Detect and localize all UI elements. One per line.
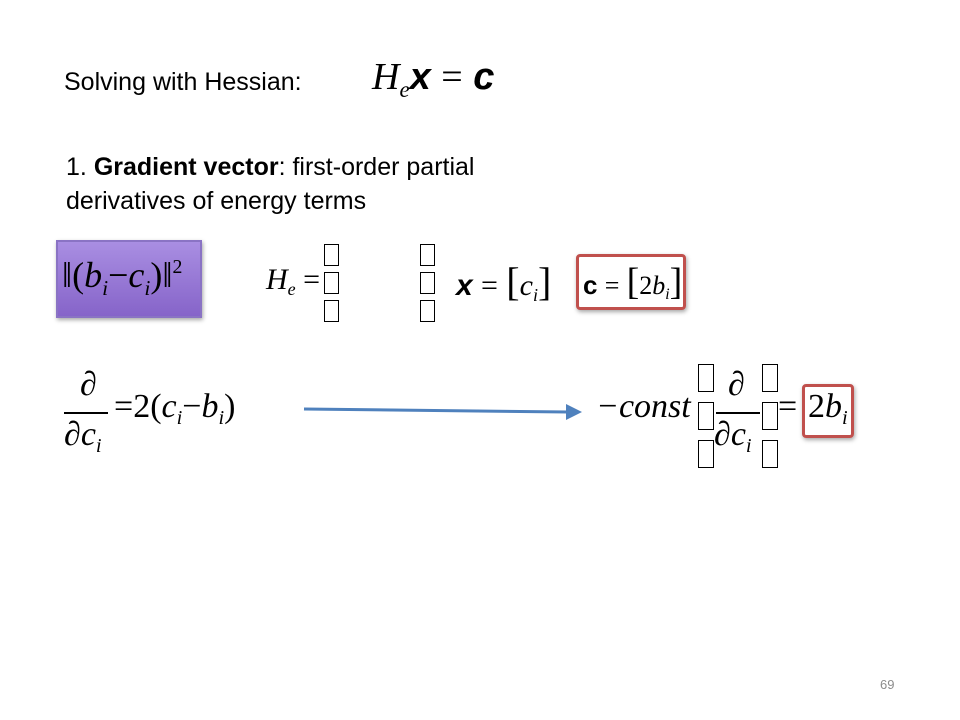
eq-symbol: e xyxy=(399,76,410,102)
eq-symbol: ‖( xyxy=(62,255,85,295)
hessian-equation: Hex = c xyxy=(372,52,494,107)
eq-symbol: H xyxy=(266,263,288,296)
const-term: −const xyxy=(596,388,691,426)
eq-symbol: i xyxy=(144,275,151,300)
fraction-bar xyxy=(716,412,760,414)
item-number: 1. xyxy=(66,153,87,181)
c-definition: c = [2bi] xyxy=(583,262,682,310)
gradient-item: 1. Gradient vector: first-order partial … xyxy=(66,150,474,218)
gradient-item-line1: 1. Gradient vector: first-order partial xyxy=(66,150,474,184)
eq-symbol: 2 xyxy=(808,388,825,425)
eq-symbol: b xyxy=(825,388,842,425)
eq-symbol: c xyxy=(583,270,598,300)
eq-symbol: i xyxy=(842,407,848,430)
item-bold-term: Gradient vector xyxy=(93,153,279,181)
result-partial-numerator: ∂ xyxy=(728,366,745,403)
eq-symbol: i xyxy=(95,435,102,458)
eq-symbol: b xyxy=(84,255,103,295)
eq-symbol: c xyxy=(519,269,533,302)
eq-symbol: = xyxy=(604,271,620,300)
missing-glyph-box xyxy=(698,364,714,397)
eq-symbol: i xyxy=(665,286,670,304)
gradient-rhs: =2(ci−bi) xyxy=(114,388,236,430)
eq-symbol: [ xyxy=(626,261,640,303)
eq-symbol: − xyxy=(596,388,619,425)
missing-glyph-box xyxy=(420,272,435,299)
eq-symbol: x xyxy=(456,269,473,302)
missing-glyph-box xyxy=(420,300,435,327)
result-partial-denominator: ∂ci xyxy=(714,416,752,458)
eq-symbol: c xyxy=(161,388,177,425)
eq-symbol: [ xyxy=(506,259,520,304)
eq-symbol: ) xyxy=(224,388,236,425)
eq-symbol: 2( xyxy=(133,388,162,425)
page-number: 69 xyxy=(880,677,895,692)
missing-glyph-box xyxy=(762,440,778,473)
gradient-item-line2: derivatives of energy terms xyxy=(66,187,367,215)
eq-symbol: e xyxy=(287,279,296,300)
eq-symbol: b xyxy=(201,388,219,425)
eq-symbol: c xyxy=(473,56,495,98)
partial-denominator: ∂ci xyxy=(64,416,102,458)
eq-symbol: H xyxy=(372,56,400,98)
missing-glyph-box xyxy=(324,272,339,299)
result-highlight xyxy=(802,384,854,438)
eq-symbol: i xyxy=(745,435,752,458)
eq-symbol: ∂ xyxy=(714,416,731,453)
eq-symbol: ∂ xyxy=(64,416,81,453)
eq-symbol: − xyxy=(182,388,202,425)
eq-symbol: x xyxy=(409,56,431,98)
result-rhs: 2bi xyxy=(808,388,848,430)
eq-symbol: − xyxy=(108,255,129,295)
missing-glyph-box xyxy=(324,300,339,327)
right-arrow-icon xyxy=(303,404,582,420)
eq-symbol: = xyxy=(441,56,463,98)
energy-term: ‖(bi−ci)‖2 xyxy=(62,250,182,306)
eq-symbol: = xyxy=(303,263,321,296)
c-definition-highlight xyxy=(576,254,686,310)
eq-symbol: c xyxy=(730,416,746,453)
slide-heading: Solving with Hessian: xyxy=(64,68,302,96)
eq-symbol: 2 xyxy=(172,256,183,279)
result-equals: = xyxy=(778,388,798,425)
eq-symbol: b xyxy=(652,271,666,300)
eq-symbol: i xyxy=(218,407,225,430)
partial-numerator: ∂ xyxy=(80,366,97,403)
eq-symbol: i xyxy=(102,275,109,300)
missing-glyph-box xyxy=(762,364,778,397)
eq-symbol: c xyxy=(80,416,96,453)
eq-symbol: )‖ xyxy=(150,255,173,295)
missing-glyph-box xyxy=(762,402,778,435)
missing-glyph-box xyxy=(698,440,714,473)
missing-glyph-box xyxy=(420,244,435,271)
eq-symbol: ] xyxy=(669,261,683,303)
eq-symbol: const xyxy=(618,388,691,425)
eq-symbol: c xyxy=(128,255,145,295)
eq-symbol: i xyxy=(176,407,183,430)
eq-symbol: = xyxy=(481,269,498,302)
missing-glyph-box xyxy=(324,244,339,271)
eq-symbol: = xyxy=(114,388,134,425)
missing-glyph-box xyxy=(698,402,714,435)
fraction-bar xyxy=(64,412,108,414)
he-definition: He = xyxy=(266,260,320,303)
eq-symbol: ] xyxy=(537,259,552,304)
x-definition: x = [ci] xyxy=(456,262,551,309)
eq-symbol: 2 xyxy=(639,271,653,300)
energy-term-box xyxy=(56,240,202,318)
eq-symbol: i xyxy=(532,285,538,306)
item-text: : first-order partial xyxy=(278,153,475,181)
